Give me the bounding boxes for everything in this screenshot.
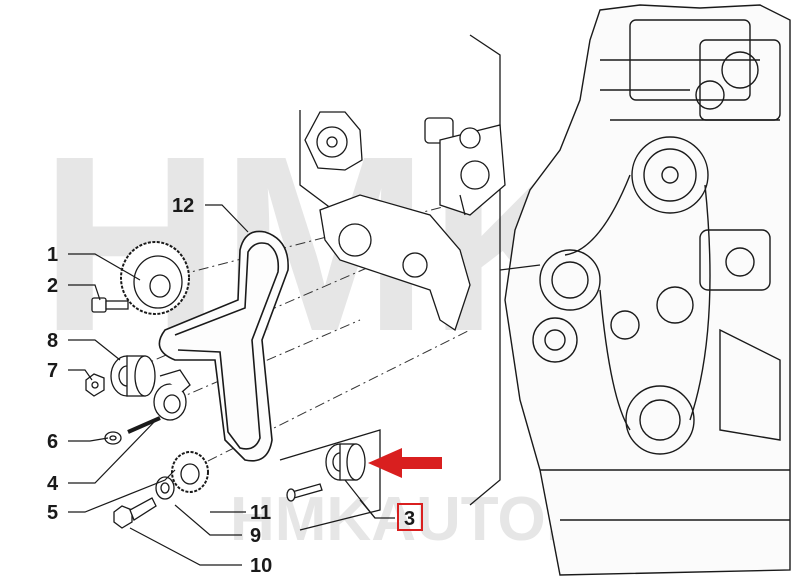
engine-block bbox=[504, 4, 791, 576]
callout-9: 9 bbox=[250, 525, 261, 547]
callout-6: 6 bbox=[47, 431, 58, 453]
callout-2: 2 bbox=[47, 275, 58, 297]
callout-7: 7 bbox=[47, 360, 58, 382]
nut-7 bbox=[85, 373, 105, 397]
high-pressure-pump bbox=[424, 117, 506, 216]
idler-pulley-3 bbox=[286, 443, 366, 502]
callout-11: 11 bbox=[250, 502, 271, 524]
washer-9 bbox=[155, 476, 175, 500]
idler-pulley-8 bbox=[110, 355, 156, 397]
camshaft-pulley bbox=[120, 241, 190, 315]
timing-belt bbox=[158, 230, 289, 462]
washer-6 bbox=[104, 431, 122, 445]
water-pump bbox=[304, 111, 363, 171]
callout-5: 5 bbox=[47, 502, 58, 524]
pulley-bolt bbox=[91, 297, 129, 313]
callout-12: 12 bbox=[172, 195, 194, 217]
tensioner-4 bbox=[127, 369, 191, 434]
callout-3-highlight-box bbox=[397, 503, 423, 531]
highlight-arrow bbox=[368, 448, 442, 478]
callout-1: 1 bbox=[47, 244, 58, 266]
crank-bolt-10 bbox=[113, 497, 157, 529]
callout-3: 3 bbox=[404, 508, 415, 530]
group-frames bbox=[279, 34, 541, 531]
callout-labels: 1 2 8 7 6 4 5 11 9 10 12 3 bbox=[47, 195, 423, 577]
callout-10: 10 bbox=[250, 555, 272, 577]
callout-8: 8 bbox=[47, 330, 58, 352]
timing-cover-plate bbox=[319, 194, 471, 332]
callout-4: 4 bbox=[47, 473, 59, 495]
leader-lines bbox=[68, 204, 395, 566]
crank-pulley-11 bbox=[171, 451, 209, 493]
